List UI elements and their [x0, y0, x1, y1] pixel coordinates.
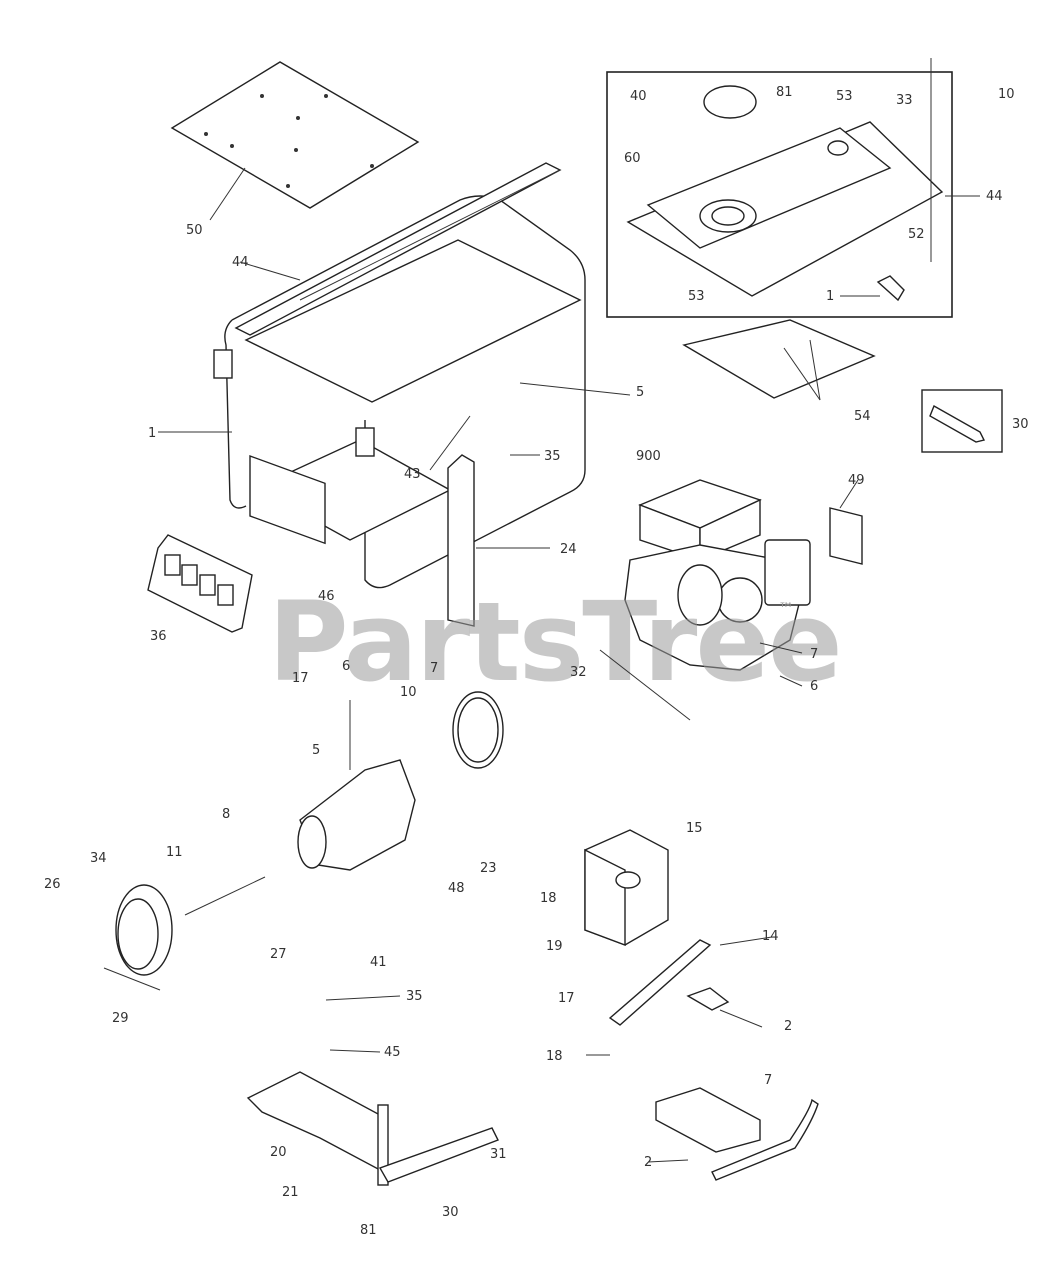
callout: 44: [232, 255, 249, 270]
rotor-cover: [115, 884, 173, 976]
callout: 53: [836, 89, 853, 104]
callout: 31: [490, 1147, 507, 1162]
callout: 6: [810, 679, 818, 694]
callout: 40: [630, 89, 647, 104]
frame: [213, 162, 586, 589]
callout: 1: [826, 289, 834, 304]
callout: 19: [546, 939, 563, 954]
callout: 48: [448, 881, 465, 896]
top-plate: [170, 61, 420, 209]
callout: 30: [1012, 417, 1029, 432]
lid-inset: [606, 58, 953, 318]
callout: 53: [688, 289, 705, 304]
callout: 7: [810, 647, 818, 662]
callout: 5: [636, 385, 644, 400]
callout: 6: [342, 659, 350, 674]
callout: 34: [90, 851, 107, 866]
callout: 26: [44, 877, 61, 892]
callout: 54: [854, 409, 871, 424]
callout: 18: [540, 891, 557, 906]
callout: 35: [544, 449, 561, 464]
callout: 45: [384, 1045, 401, 1060]
bracket: [447, 454, 475, 627]
watermark-trademark: ™: [778, 599, 794, 618]
callout: 35: [406, 989, 423, 1004]
callout: 49: [848, 473, 865, 488]
callout: 2: [784, 1019, 792, 1034]
axle-assembly: [246, 1071, 819, 1186]
callout: 23: [480, 861, 497, 876]
engine: [624, 479, 811, 671]
callout: 46: [318, 589, 335, 604]
callout: 32: [570, 665, 587, 680]
callout: 41: [370, 955, 387, 970]
muffler: [584, 829, 730, 1026]
leader-lines: [103, 167, 980, 1163]
callout: 1: [148, 426, 156, 441]
callout: 7: [764, 1073, 772, 1088]
watermark: PartsTree: [268, 578, 841, 706]
callout: 60: [624, 151, 641, 166]
callout: 17: [558, 991, 575, 1006]
callout: 8: [222, 807, 230, 822]
callout: 21: [282, 1185, 299, 1200]
callout: 33: [896, 93, 913, 108]
callout: 44: [986, 189, 1003, 204]
callout: 43: [404, 467, 421, 482]
handle-inset: [921, 389, 1003, 453]
callout: 52: [908, 227, 925, 242]
callout: 7: [430, 661, 438, 676]
callout: 36: [150, 629, 167, 644]
rubber-pad: [682, 319, 876, 399]
callout: 81: [360, 1223, 377, 1238]
callout: 50: [186, 223, 203, 238]
callout: 20: [270, 1145, 287, 1160]
callout-labels: 50 44 1 5 35 43 24 46 36 40 81 53 33 10 …: [44, 85, 1029, 1238]
callout: 10: [998, 87, 1015, 102]
callout: 14: [762, 929, 779, 944]
callout: 27: [270, 947, 287, 962]
stator-assembly: [184, 691, 504, 916]
callout: 17: [292, 671, 309, 686]
callout: 15: [686, 821, 703, 836]
callout: 2: [644, 1155, 652, 1170]
callout: 5: [312, 743, 320, 758]
callout: 11: [166, 845, 183, 860]
callout: 29: [112, 1011, 129, 1026]
callout: 24: [560, 542, 577, 557]
callout: 18: [546, 1049, 563, 1064]
callout: 81: [776, 85, 793, 100]
callout: 900: [636, 449, 661, 464]
air-filter: [829, 507, 863, 565]
callout: 10: [400, 685, 417, 700]
callout: 30: [442, 1205, 459, 1220]
control-panel: [147, 534, 253, 633]
